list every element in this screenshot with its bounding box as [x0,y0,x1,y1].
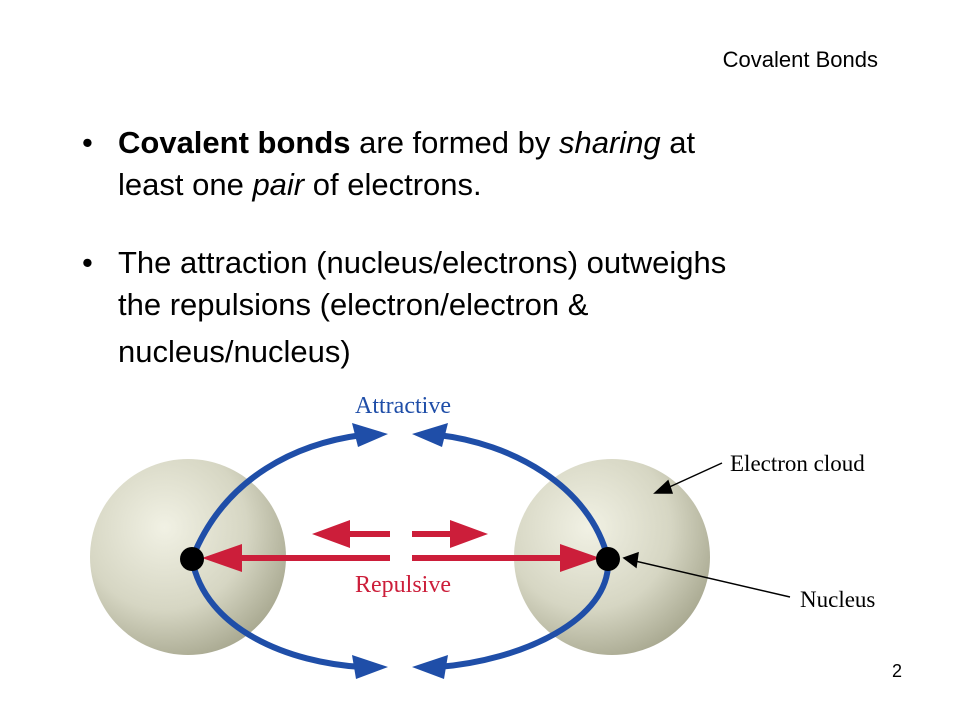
attractive-arrows [189,432,612,670]
attractive-arc-top-left [189,432,365,562]
attractive-arrowheads [352,423,448,679]
left-nucleus [180,547,204,571]
repulsive-lower-right-shaft [412,555,562,561]
attractive-arc-top-right [435,432,611,562]
attractive-label: Attractive [355,393,451,419]
bullet-dot: • [82,245,93,280]
nucleus-label: Nucleus [800,587,875,612]
right-nucleus [596,547,620,571]
attractive-arc-bottom-left [189,556,365,670]
repulsive-lower-left-shaft [240,555,390,561]
arrowhead-bottom-right [412,655,448,679]
repulsive-upper-left-shaft [345,531,390,537]
bullet-1-line-2: least one pair of electrons. [118,167,482,202]
italic-term: sharing [559,125,661,160]
covalent-bond-diagram: Attractive Repulsive Electron cloud Nucl… [90,393,875,679]
repulsive-arrows [202,520,600,572]
electron-cloud-pointer-line [664,462,723,490]
bullet-2-line-1: The attraction (nucleus/electrons) outwe… [118,245,727,280]
bullet-2-line-2: the repulsions (electron/electron & [118,287,589,322]
italic-term: pair [252,167,305,202]
bullet-item-2: • The attraction (nucleus/electrons) out… [82,242,882,378]
repulsive-lower-left-head [202,544,242,572]
bullet-1-line-1: Covalent bonds are formed by sharing at [118,125,696,160]
nucleus-pointer-head [622,551,639,569]
attractive-arc-bottom-right [435,556,612,670]
repulsive-label: Repulsive [355,572,451,598]
bullet-dot: • [82,125,93,160]
repulsive-upper-left-head [312,520,350,548]
repulsive-upper-right-shaft [412,531,457,537]
page-number: 2 [891,661,902,681]
repulsive-upper-right-head [450,520,488,548]
arrowhead-top-left [352,423,388,447]
repulsive-lower-right-head [560,544,600,572]
arrowhead-top-right [412,423,448,447]
arrowhead-bottom-left [352,655,388,679]
slide-title: Covalent Bonds [722,47,878,72]
electron-cloud-pointer-head [653,479,674,494]
bullet-item-1: • Covalent bonds are formed by sharing a… [82,122,882,206]
bold-term: Covalent bonds [118,125,351,160]
bullet-list: • Covalent bonds are formed by sharing a… [82,122,882,378]
bullet-2-line-3: nucleus/nucleus) [118,334,351,369]
electron-cloud-label: Electron cloud [730,451,865,476]
nucleus-pointer-line [634,560,791,598]
label-pointers [622,462,791,598]
